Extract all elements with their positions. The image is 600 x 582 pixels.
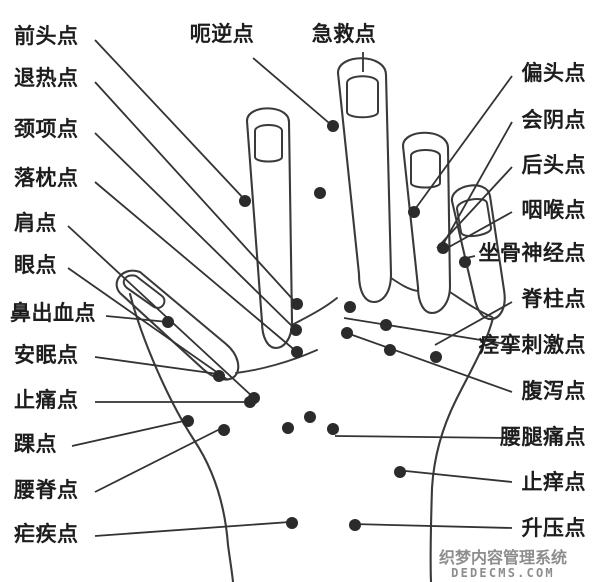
acupoint-dot-p-yaotui-b (282, 422, 294, 434)
leader-line-jingxiang (94, 132, 297, 331)
palm-right-contour (429, 316, 495, 582)
acupoint-dot-p-houtou (459, 256, 471, 268)
point-label-jingxiang: 颈项点 (14, 117, 79, 141)
leader-line-houtou (436, 166, 513, 249)
pinky-finger-nail (456, 198, 492, 238)
point-label-yan: 眼点 (14, 253, 57, 277)
thumb-nail (122, 274, 166, 309)
leader-line-group (67, 39, 513, 537)
watermark: 织梦内容管理系统 DEDECMS.COM (410, 548, 596, 580)
acupoint-dot-p-piantou (408, 206, 420, 218)
acupoint-dot-p-qiantou (239, 195, 251, 207)
point-label-houtou: 后头点 (521, 153, 586, 177)
hand-outline-group (115, 57, 506, 582)
leader-line-luozhen (94, 181, 298, 353)
point-label-huai: 踝点 (14, 432, 57, 456)
index-finger-outline (245, 107, 294, 350)
acupoint-dot-p-shengya (349, 519, 361, 531)
point-label-qiantou: 前头点 (14, 24, 79, 48)
point-label-anmian: 安眠点 (14, 343, 79, 367)
leader-line-yaotui (334, 435, 513, 439)
point-label-jijiu: 急救点 (311, 22, 377, 46)
web-crease-index-middle (291, 297, 338, 326)
acupoint-dot-p-zuogushen (430, 351, 442, 363)
leader-line-nuejie (94, 521, 291, 537)
ring-finger-outline (401, 131, 452, 315)
leader-line-qiantou (94, 39, 246, 201)
point-label-fuxie: 腹泻点 (521, 379, 586, 403)
acupoint-dot-p-yaoji (218, 424, 230, 436)
pinky-finger-outline (450, 184, 506, 321)
leader-line-yaoji (94, 427, 223, 493)
watermark-chinese: 织梦内容管理系统 (438, 548, 567, 568)
leader-line-jian (67, 225, 255, 399)
acupoint-dot-p-bichuxue (162, 316, 174, 328)
point-label-huiyin: 会阴点 (521, 108, 586, 132)
point-label-shengya: 升压点 (521, 516, 586, 540)
ring-finger-nail (410, 149, 441, 189)
point-label-yanhou: 咽喉点 (521, 198, 586, 222)
point-label-henishu: 呃逆点 (189, 22, 255, 46)
leader-line-tuire (94, 81, 298, 305)
leader-line-yan (67, 267, 229, 381)
watermark-english: DEDECMS.COM (451, 565, 555, 580)
acupoint-dot-p-yaotui-a (304, 411, 316, 423)
point-label-bichuxue: 鼻出血点 (10, 301, 96, 325)
leader-line-bichuxue (105, 315, 169, 323)
acupoint-dot-p-zhitong (244, 396, 256, 408)
leader-line-yanhou (439, 211, 513, 253)
web-crease-ring-pinky (449, 291, 493, 318)
acupoint-dot-p-henishu (314, 187, 326, 199)
leader-line-huiyin (440, 121, 513, 249)
index-finger-nail (254, 124, 283, 163)
acupoint-dot-p-nuejie (286, 517, 298, 529)
leader-line-henishu (252, 57, 336, 129)
palm-left-contour (128, 292, 235, 582)
leader-line-anmian (94, 356, 219, 375)
acupoint-dot-p-luozhen (291, 346, 303, 358)
web-crease-middle-ring (390, 277, 419, 292)
point-label-zhitong: 止痛点 (14, 388, 79, 412)
leader-line-jingluan (343, 317, 513, 346)
middle-finger-outline (336, 57, 393, 304)
point-label-jian: 肩点 (14, 211, 57, 235)
point-label-zuogushen: 坐骨神经点 (478, 241, 586, 265)
acupoint-dot-p-yaotui-c (327, 423, 339, 435)
point-label-zhiyang: 止痒点 (521, 470, 586, 494)
point-label-yaoji: 腰脊点 (14, 478, 79, 502)
leader-line-huai (71, 419, 189, 447)
acupoint-dot-p-yanhou (380, 319, 392, 331)
middle-finger-nail (346, 75, 379, 119)
point-label-jingluan: 痉挛刺激点 (478, 333, 586, 357)
acupoint-dot-p-anmian (213, 370, 225, 382)
acupoint-dot-p-huai (182, 415, 194, 427)
acupoint-dot-p-zhiyang (394, 466, 406, 478)
acupoint-dot-p-huiyin (437, 242, 449, 254)
acupoint-dot-p-jingluan (384, 344, 396, 356)
point-label-luozhen: 落枕点 (14, 166, 79, 190)
leader-line-piantou (412, 75, 513, 213)
acupoint-dot-p-tuire (291, 298, 303, 310)
acupoint-dot-group (162, 120, 471, 531)
acupoint-dot-p-jingxiang (290, 324, 302, 336)
point-label-nuejie: 疟疾点 (14, 522, 79, 546)
point-label-piantou: 偏头点 (521, 61, 586, 85)
acupoint-dot-p-jizhu (344, 301, 356, 313)
acupoint-dot-p-jijiu (327, 120, 339, 132)
acupoint-dot-p-fuxie (341, 327, 353, 339)
point-label-yaotui: 腰腿痛点 (500, 425, 586, 449)
point-label-jizhu: 脊柱点 (521, 287, 586, 311)
point-label-tuire: 退热点 (14, 66, 79, 90)
thumb-web-crease (235, 349, 318, 374)
leader-line-jizhu (434, 301, 513, 346)
leader-line-zhiyang (395, 469, 513, 483)
leader-line-fuxie (343, 331, 513, 393)
leader-line-shengya (351, 523, 513, 529)
